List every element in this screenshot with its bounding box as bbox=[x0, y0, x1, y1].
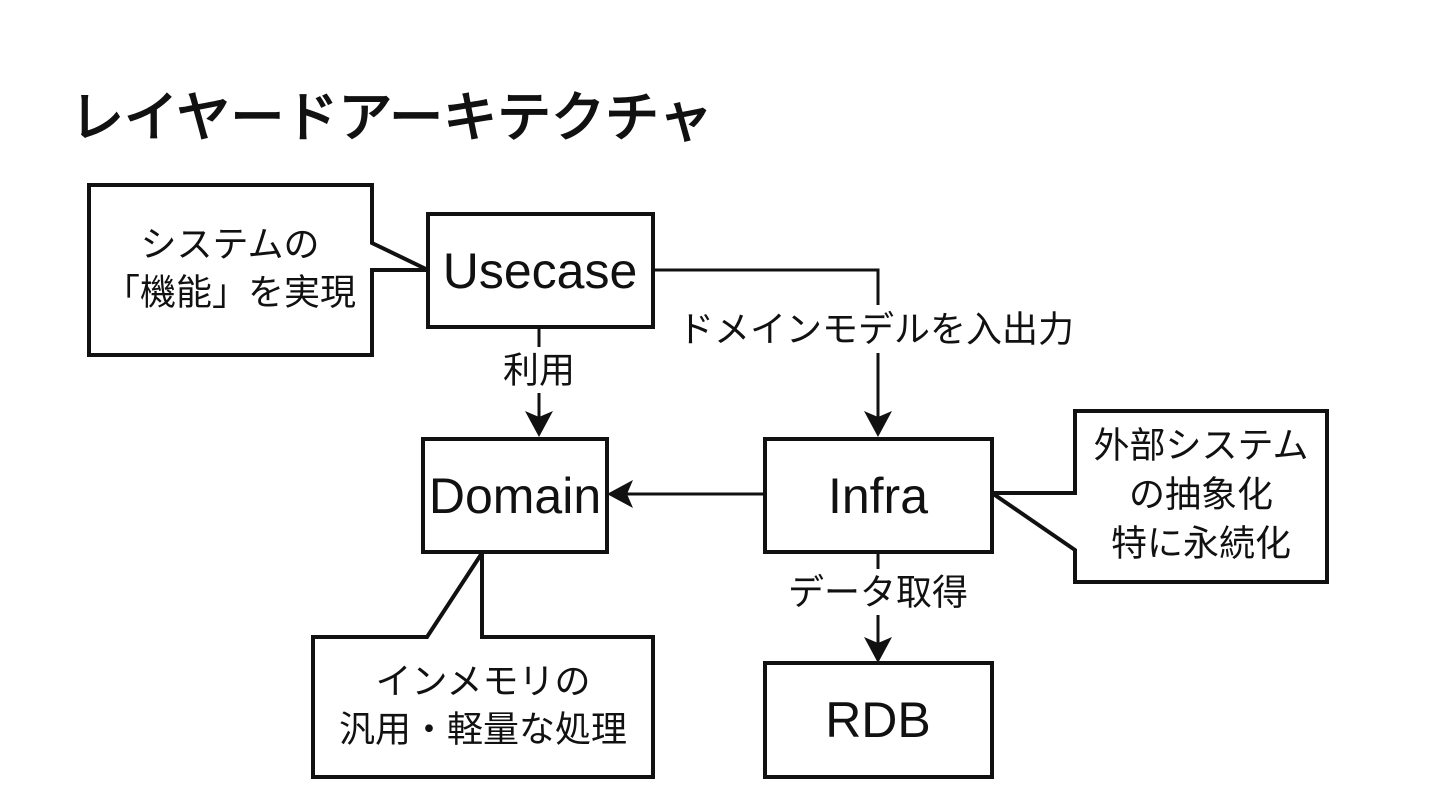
infra-label: Infra bbox=[828, 468, 928, 524]
arrowhead-down-icon bbox=[525, 411, 553, 437]
callout-infra-note bbox=[985, 409, 1329, 584]
edge-label-background bbox=[658, 305, 1094, 353]
callout-infra-note-line: 外部システム bbox=[1094, 425, 1309, 466]
edge-usecase-infra bbox=[653, 268, 880, 420]
edge-label-background bbox=[487, 347, 591, 393]
edge-label-background bbox=[770, 569, 986, 615]
page-title: レイヤードアーキテクチャ bbox=[70, 88, 713, 148]
arrowhead-down-icon bbox=[864, 411, 892, 437]
domain-box bbox=[421, 437, 609, 554]
edge-label-domain-model-io: ドメインモデルを入出力 bbox=[678, 309, 1074, 350]
callout-domain-note-line: 汎用・軽量な処理 bbox=[339, 709, 627, 750]
arrowhead-left-icon bbox=[607, 480, 633, 508]
usecase-label: Usecase bbox=[443, 243, 638, 299]
callout-infra-note-line: の抽象化 bbox=[1129, 474, 1273, 515]
rdb-box bbox=[763, 661, 994, 779]
edge-label-data-shutoku: データ取得 bbox=[788, 572, 968, 613]
callout-domain-note bbox=[311, 546, 655, 779]
rdb-label: RDB bbox=[825, 692, 931, 748]
infra-box bbox=[763, 437, 994, 554]
callout-usecase-note-line: 「機能」を実現 bbox=[104, 272, 356, 313]
callout-usecase-note-line: システムの bbox=[141, 224, 320, 265]
domain-label: Domain bbox=[429, 468, 601, 524]
usecase-box bbox=[426, 212, 655, 329]
callout-infra-note-line: 特に永続化 bbox=[1111, 523, 1291, 564]
arrowhead-down-icon bbox=[864, 637, 892, 663]
edge-label-riyou: 利用 bbox=[503, 350, 575, 391]
callout-usecase-note bbox=[87, 183, 429, 357]
callout-domain-note-line: インメモリの bbox=[376, 661, 591, 702]
